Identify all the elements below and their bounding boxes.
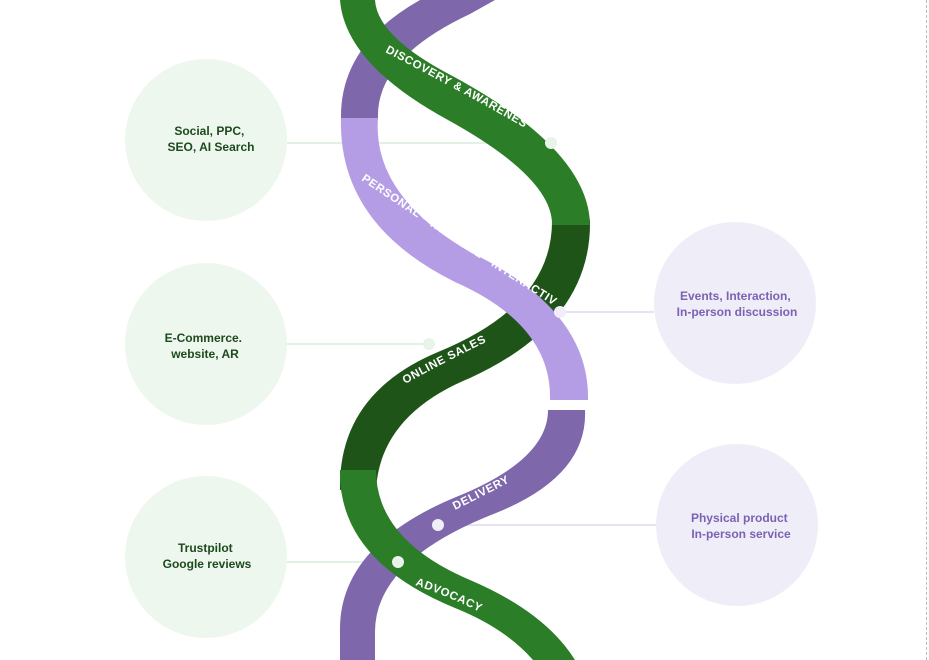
- touchpoint-text-social: Social, PPC, SEO, AI Search: [168, 124, 255, 154]
- helix-band-light-purple: [340, 118, 589, 400]
- touchpoint-text-reviews: Trustpilot Google reviews: [163, 541, 252, 571]
- touchpoint-circle-physical: [656, 444, 818, 606]
- connector-dot-reviews: [392, 556, 404, 568]
- helix-band-green-bottom: [339, 470, 575, 660]
- helix-band-green-top: [340, 0, 590, 225]
- helix-band-dark-green: [339, 220, 591, 490]
- touchpoint-circle-events: [654, 222, 816, 384]
- touchpoint-circle-reviews: [125, 476, 287, 638]
- dashed-border-line: [926, 0, 927, 660]
- touchpoint-circle-social: [125, 59, 287, 221]
- touchpoint-circle-ecommerce: [125, 263, 287, 425]
- touchpoint-text-physical: Physical product In-person service: [691, 511, 791, 541]
- connector-dot-social: [545, 137, 557, 149]
- connector-dot-physical: [432, 519, 444, 531]
- connector-dot-ecommerce: [423, 338, 435, 350]
- connector-dot-events: [554, 306, 566, 318]
- touchpoint-text-events: Events, Interaction, In-person discussio…: [677, 289, 798, 319]
- touchpoint-text-ecommerce: E-Commerce. website, AR: [165, 331, 246, 361]
- helix-band-purple-bottom: [339, 410, 586, 660]
